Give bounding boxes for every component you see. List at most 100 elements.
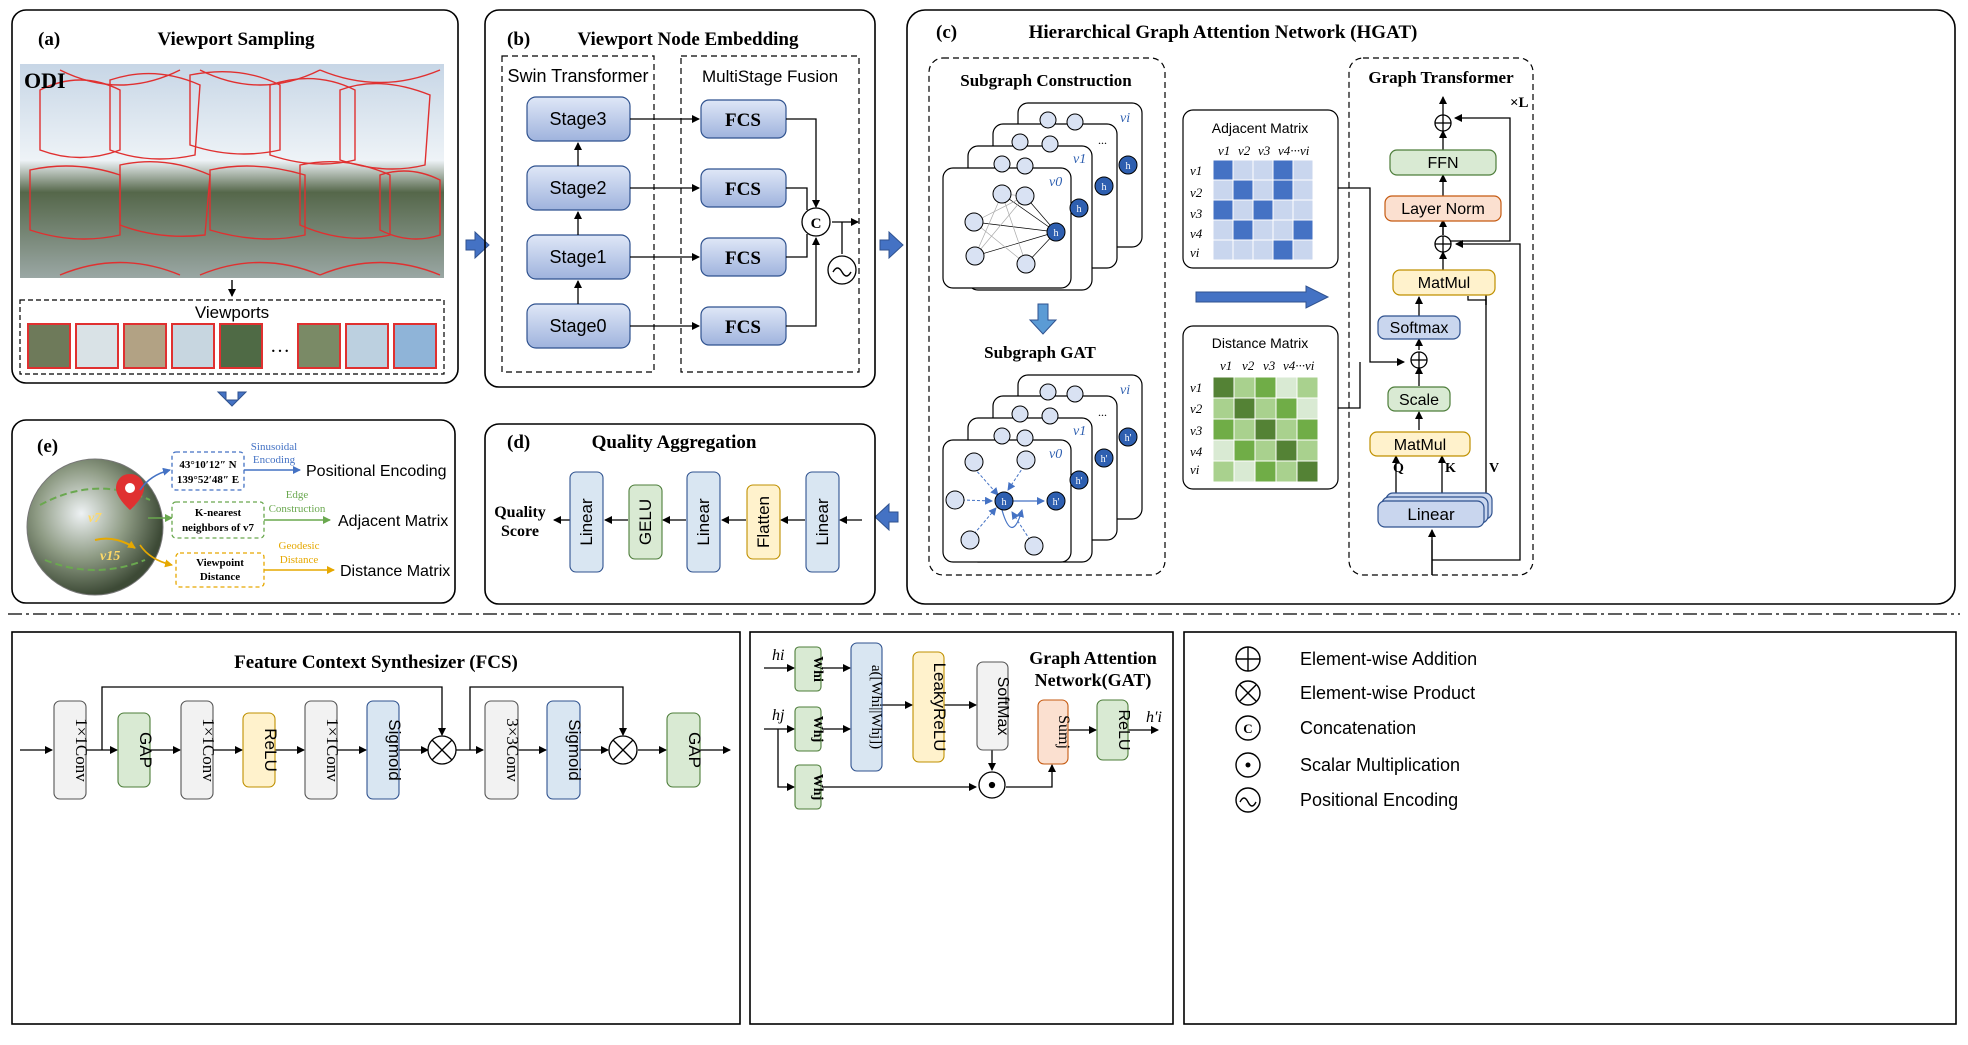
svg-text:MatMul: MatMul	[1418, 275, 1470, 292]
adjacent-matrix-cell	[1212, 179, 1234, 201]
svg-text:v4···vi: v4···vi	[1278, 143, 1310, 158]
svg-text:FFN: FFN	[1427, 155, 1458, 172]
adjacent-matrix-cell	[1212, 199, 1234, 221]
svg-text:FCS: FCS	[725, 110, 761, 131]
panel-b: (b) Viewport Node Embedding Swin Transfo…	[484, 9, 876, 388]
svg-text:ReLU: ReLU	[261, 728, 280, 771]
positional-encoding-symbol	[827, 255, 857, 285]
fcs-panel: Feature Context Synthesizer (FCS) 1×1Con…	[11, 631, 741, 1025]
svg-text:Scale: Scale	[1399, 392, 1439, 409]
svg-text:Whj: Whj	[810, 716, 825, 742]
knn-line1: K-nearest	[195, 507, 242, 519]
adjacent-matrix-cell	[1272, 239, 1294, 261]
svg-text:v1: v1	[1073, 424, 1086, 439]
svg-text:h: h	[1077, 204, 1082, 215]
legend-label-concatenation: Concatenation	[1300, 718, 1416, 738]
legend-pe-icon	[1235, 787, 1261, 813]
fcs-sigmoid-1: Sigmoid	[366, 700, 404, 800]
svg-text:Encoding: Encoding	[253, 454, 296, 466]
fcs-block-1: FCS	[700, 237, 787, 277]
adjacent-matrix-cell	[1272, 159, 1294, 181]
svg-text:1×1Conv: 1×1Conv	[199, 718, 218, 782]
fcs-product-1	[427, 735, 457, 765]
adjacent-matrix-cell	[1292, 219, 1314, 241]
fcs-block-0: FCS	[700, 306, 787, 346]
svg-text:vi: vi	[1120, 111, 1130, 126]
output-positional-encoding: Positional Encoding	[306, 463, 447, 480]
gat-w-hi: Whi	[794, 646, 825, 692]
viewpoint-line2: Distance	[200, 571, 240, 583]
svg-text:Sigmoid: Sigmoid	[565, 719, 584, 780]
adjacent-matrix-cell	[1292, 159, 1314, 181]
svg-text:h: h	[1126, 161, 1131, 172]
svg-text:v1: v1	[1220, 358, 1232, 373]
svg-text:Stage2: Stage2	[549, 178, 606, 198]
svg-text:Linear: Linear	[577, 498, 596, 546]
svg-text:C: C	[811, 216, 822, 232]
adjacent-matrix-cell	[1232, 159, 1254, 181]
d-flatten: Flatten	[746, 484, 781, 560]
svg-text:GAP: GAP	[136, 732, 155, 768]
fcs-conv3x3: 3×3Conv	[484, 700, 522, 800]
graph-transformer: Graph Transformer ×L	[1338, 57, 1534, 576]
svg-text:h': h'	[1053, 497, 1060, 508]
fcs-block-3: FCS	[700, 99, 787, 139]
svg-text:v1: v1	[1218, 143, 1230, 158]
svg-text:FCS: FCS	[725, 179, 761, 200]
svg-text:...: ...	[1098, 405, 1107, 419]
svg-text:Linear: Linear	[813, 498, 832, 546]
svg-text:v2: v2	[1190, 401, 1203, 416]
distance-matrix-cell	[1296, 376, 1319, 399]
svg-text:1×1Conv: 1×1Conv	[323, 718, 342, 782]
adjacent-matrix-cell	[1292, 199, 1314, 221]
scale-block: Scale	[1387, 386, 1451, 412]
svg-text:h: h	[1002, 497, 1007, 508]
svg-text:Layer Norm: Layer Norm	[1401, 201, 1485, 218]
svg-text:v3: v3	[1190, 206, 1203, 221]
panel-c-title: Hierarchical Graph Attention Network (HG…	[1029, 22, 1418, 43]
quality-score-line2: Score	[501, 523, 539, 540]
svg-text:Distance Matrix: Distance Matrix	[1212, 335, 1308, 351]
svg-text:a([Whi||Whj]): a([Whi||Whj])	[868, 665, 884, 749]
gat-output: h′i	[1146, 709, 1162, 726]
concat-symbol: C	[801, 207, 831, 237]
adjacent-matrix-cell	[1272, 219, 1294, 241]
swin-label: Swin Transformer	[507, 66, 648, 86]
panel-d: (d) Quality Aggregation Quality Score Li…	[484, 423, 876, 605]
legend-add-icon	[1235, 646, 1261, 672]
distance-matrix-cell	[1233, 439, 1256, 462]
legend-panel: C Element-wise Addition Element-wise Pro…	[1183, 631, 1957, 1025]
distance-matrix-cell	[1212, 376, 1235, 399]
d-linear-2: Linear	[686, 471, 721, 573]
svg-text:v4: v4	[1190, 226, 1203, 241]
svg-text:Linear: Linear	[1407, 505, 1455, 524]
legend-label-addition: Element-wise Addition	[1300, 649, 1477, 669]
svg-text:ReLU: ReLU	[1115, 710, 1132, 751]
matrix-to-transformer-arrow	[1195, 285, 1330, 309]
svg-text:v4: v4	[1190, 444, 1203, 459]
svg-text:v4···vi: v4···vi	[1283, 358, 1315, 373]
panel-c: (c) Hierarchical Graph Attention Network…	[906, 9, 1956, 605]
odi-label: ODI	[24, 68, 66, 93]
panel-a-title: Viewport Sampling	[157, 29, 315, 50]
distance-matrix-cell	[1233, 376, 1256, 399]
svg-text:3×3Conv: 3×3Conv	[503, 718, 522, 782]
distance-matrix-cell	[1296, 439, 1319, 462]
svg-text:FCS: FCS	[725, 317, 761, 338]
distance-matrix: Distance Matrix v1 v2 v3 v4···vi v1 v2 v…	[1182, 325, 1339, 490]
svg-text:Stage1: Stage1	[549, 247, 606, 267]
distance-matrix-cell	[1254, 376, 1277, 399]
svg-text:v2: v2	[1238, 143, 1251, 158]
panel-d-letter: (d)	[507, 432, 530, 453]
distance-matrix-cell	[1254, 397, 1277, 420]
ffn-block: FFN	[1389, 149, 1497, 176]
svg-text:Sumj: Sumj	[1055, 715, 1072, 749]
location-pin-icon	[116, 474, 144, 510]
svg-text:GAP: GAP	[685, 732, 704, 768]
distance-matrix-cell	[1275, 397, 1298, 420]
adjacent-matrix-cell	[1292, 239, 1314, 261]
matmul-top-block: MatMul	[1392, 269, 1496, 296]
adjacent-matrix-cell	[1212, 219, 1234, 241]
svg-text:vi: vi	[1190, 462, 1200, 477]
svg-text:v3: v3	[1258, 143, 1271, 158]
